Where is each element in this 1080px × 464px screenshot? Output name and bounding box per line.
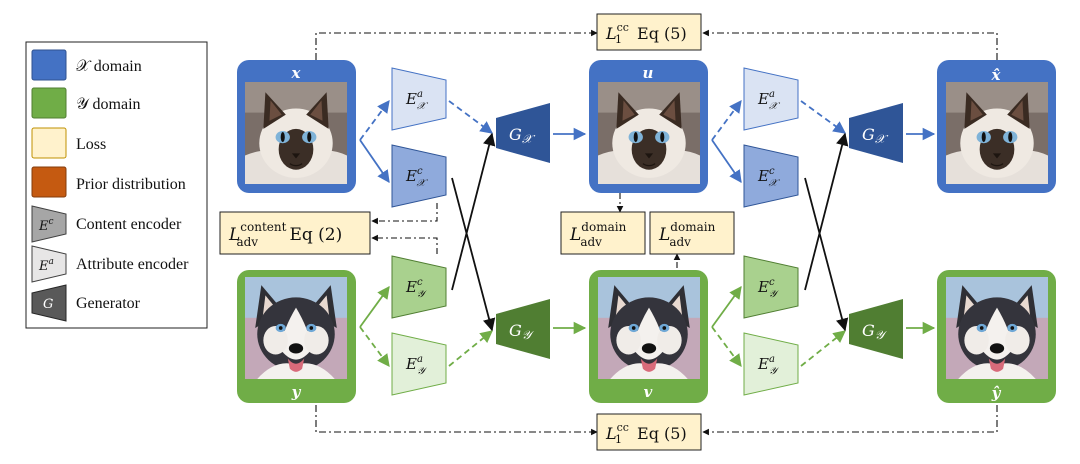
legend-item-attribute-encoder: Ea Attribute encoder — [31, 245, 189, 283]
svg-text:Ea𝒴: Ea𝒴 — [757, 354, 780, 377]
legend-icon-generator — [31, 284, 67, 322]
image-label-v: v — [644, 383, 653, 401]
legend-item-prior: Prior distribution — [31, 166, 186, 198]
legend-icon-content-encoder — [31, 205, 67, 243]
image-v: v — [589, 270, 708, 403]
svg-text:Ea𝒳: Ea𝒳 — [405, 89, 429, 112]
domain-loss-connectors — [616, 193, 681, 268]
image-label-y: y — [291, 383, 302, 401]
svg-text:Ec𝒳: Ec𝒳 — [405, 166, 429, 189]
legend-item-x-domain: 𝒳 domain — [31, 49, 142, 81]
legend-label-x-domain: 𝒳 domain — [76, 58, 142, 75]
cycle-loop-bottom — [315, 405, 998, 436]
flow-arrows-left-x — [359, 99, 494, 184]
legend-label-loss: Loss — [76, 136, 106, 153]
legend-icon-label-content: Ec — [38, 217, 54, 234]
image-x-hat: x̂ — [937, 60, 1056, 193]
legend-item-loss: Loss — [31, 127, 106, 159]
legend-label-prior: Prior distribution — [76, 176, 186, 193]
legend: 𝒳 domain 𝒴 domain Loss Prior distributio… — [25, 41, 208, 329]
svg-text:Ea𝒳: Ea𝒳 — [757, 89, 781, 112]
generator-y-right: G𝒴 — [849, 299, 903, 359]
image-y: y — [237, 270, 356, 403]
cycle-loop-top — [315, 29, 998, 60]
content-swap-left — [451, 132, 496, 332]
flow-arrows-right-y — [711, 285, 846, 368]
legend-item-generator: G Generator — [31, 284, 141, 322]
content-loss-connectors — [371, 203, 438, 254]
legend-icon-label-generator: G — [43, 297, 53, 312]
legend-swatch-prior — [31, 166, 67, 198]
legend-label-content-encoder: Content encoder — [76, 216, 182, 233]
generator-x-left: G𝒳 — [496, 103, 550, 163]
legend-swatch-x-domain — [31, 49, 67, 81]
legend-label-generator: Generator — [76, 295, 141, 312]
flow-arrows-right-x — [711, 99, 847, 184]
legend-icon-label-attribute: Ea — [38, 257, 54, 274]
legend-swatch-loss — [31, 127, 67, 159]
legend-label-attribute-encoder: Attribute encoder — [76, 256, 189, 273]
image-label-u: u — [643, 64, 654, 82]
generator-x-right: G𝒳 — [849, 103, 903, 163]
svg-text:Ec𝒴: Ec𝒴 — [405, 277, 428, 300]
image-u: u — [589, 60, 708, 193]
image-label-x-hat: x̂ — [991, 66, 1002, 84]
generator-y-left: G𝒴 — [496, 299, 550, 359]
content-swap-right — [804, 132, 849, 332]
image-label-y-hat: ŷ — [991, 384, 1002, 402]
flow-arrows-generator-to-output — [906, 127, 936, 335]
image-label-x: x — [291, 64, 302, 82]
legend-swatch-y-domain — [31, 87, 67, 119]
legend-icon-attribute-encoder — [31, 245, 67, 283]
image-x: x — [237, 60, 356, 193]
legend-label-y-domain: 𝒴 domain — [76, 96, 141, 113]
flow-arrows-generator-to-mid — [553, 127, 587, 335]
svg-text:Ec𝒴: Ec𝒴 — [757, 277, 780, 300]
svg-text:Ec𝒳: Ec𝒳 — [757, 166, 781, 189]
flow-arrows-left-y — [359, 285, 493, 368]
legend-item-content-encoder: Ec Content encoder — [31, 205, 182, 243]
legend-item-y-domain: 𝒴 domain — [31, 87, 141, 119]
image-y-hat: ŷ — [937, 270, 1056, 403]
svg-text:Ea𝒴: Ea𝒴 — [405, 354, 428, 377]
